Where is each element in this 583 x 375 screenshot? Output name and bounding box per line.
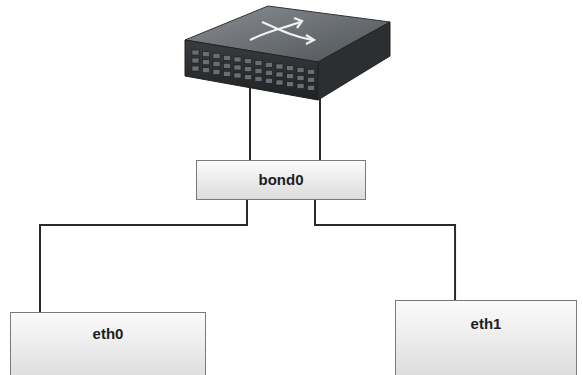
switch-port bbox=[203, 68, 210, 73]
switch-port bbox=[234, 65, 241, 70]
switch-port bbox=[213, 70, 220, 75]
link-line bbox=[40, 200, 247, 312]
uplink-wire bbox=[249, 86, 251, 161]
switch-port bbox=[245, 67, 252, 72]
switch-port bbox=[224, 71, 231, 76]
switch-port bbox=[287, 74, 294, 79]
switch-port bbox=[287, 82, 294, 87]
switch-port bbox=[255, 69, 262, 74]
link-line bbox=[315, 200, 455, 300]
node-label: bond0 bbox=[197, 171, 365, 188]
switch-port bbox=[266, 70, 273, 75]
switch-port bbox=[308, 77, 315, 82]
uplink-wire bbox=[319, 92, 321, 161]
switch-port bbox=[308, 85, 315, 90]
interface-box: eth0 bbox=[10, 312, 206, 375]
switch-port bbox=[234, 73, 241, 78]
switch-port bbox=[308, 69, 315, 74]
interface-box: eth1 bbox=[395, 300, 577, 375]
switch-port bbox=[213, 62, 220, 67]
switch-port bbox=[297, 68, 304, 73]
switch-port bbox=[276, 64, 283, 69]
switch-port bbox=[224, 55, 231, 60]
switch-port bbox=[203, 60, 210, 65]
switch-port bbox=[203, 52, 210, 57]
switch-front bbox=[185, 40, 318, 100]
switch-port bbox=[213, 54, 220, 59]
switch-port bbox=[224, 63, 231, 68]
switch-port bbox=[255, 77, 262, 82]
switch-port bbox=[192, 50, 199, 55]
switch-side bbox=[318, 22, 390, 100]
switch-arrows bbox=[250, 18, 314, 44]
switch-port bbox=[266, 62, 273, 67]
switch-port bbox=[276, 72, 283, 77]
switch-port bbox=[297, 84, 304, 89]
switch-port bbox=[255, 61, 262, 66]
switch-port bbox=[287, 66, 294, 71]
node-label: eth0 bbox=[11, 325, 205, 342]
switch-port bbox=[276, 80, 283, 85]
switch-port bbox=[245, 75, 252, 80]
node-label: eth1 bbox=[396, 315, 576, 332]
switch-port bbox=[266, 78, 273, 83]
switch-port bbox=[192, 66, 199, 71]
switch-port bbox=[297, 76, 304, 81]
switch-ports bbox=[192, 50, 315, 90]
bond-box: bond0 bbox=[196, 160, 366, 200]
switch-port bbox=[245, 59, 252, 64]
switch-port bbox=[234, 57, 241, 62]
switch-port bbox=[192, 58, 199, 63]
